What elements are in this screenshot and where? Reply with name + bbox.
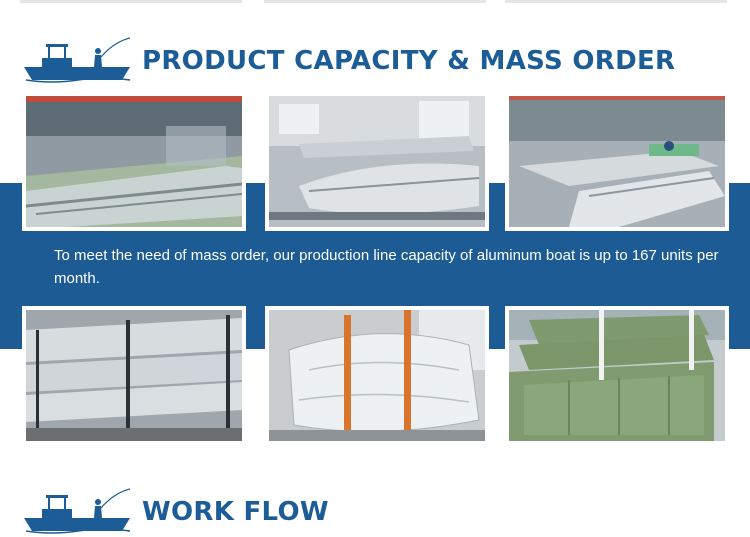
fishing-boat-icon (24, 37, 131, 83)
capacity-description: To meet the need of mass order, our prod… (54, 247, 719, 287)
section-title: WORK FLOW (142, 497, 329, 527)
section-header-capacity: PRODUCT CAPACITY & MASS ORDER (22, 36, 675, 86)
photo-hulls-row (505, 92, 729, 231)
fishing-boat-icon (24, 488, 131, 534)
photo-factory-floor (22, 92, 246, 231)
photo-hull-closeup (265, 92, 489, 231)
photo-shrink-wrapped (265, 306, 489, 445)
section-header-workflow: WORK FLOW (22, 487, 329, 537)
photo-green-jon-boats (505, 306, 729, 445)
section-title: PRODUCT CAPACITY & MASS ORDER (142, 46, 676, 76)
photo-stacked-rack (22, 306, 246, 445)
previous-section-edge (0, 0, 750, 6)
